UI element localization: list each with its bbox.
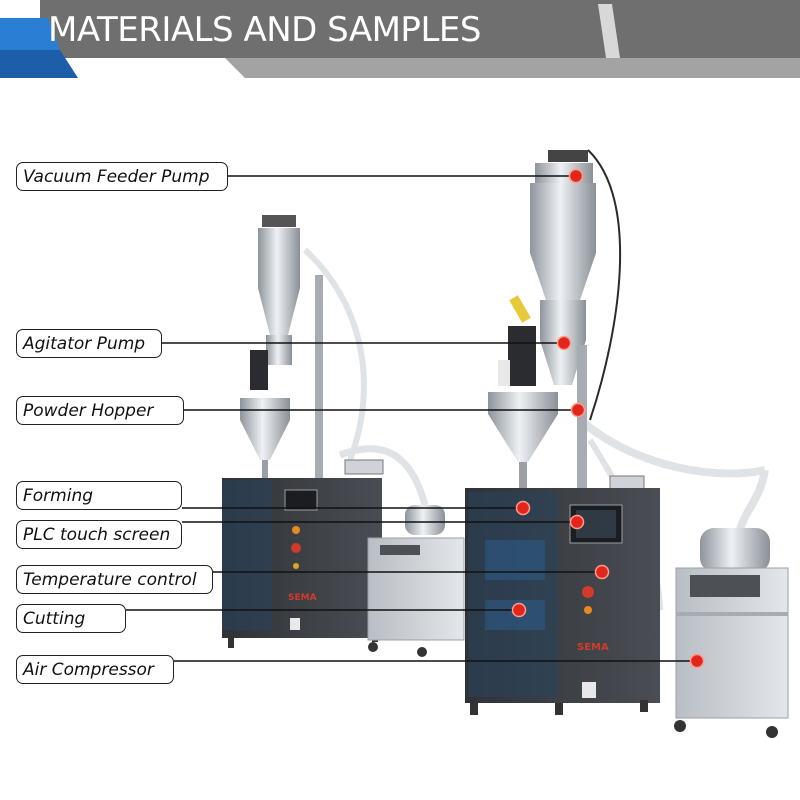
callout-label: Agitator Pump [23, 333, 146, 354]
banner-blue-shadow [0, 50, 78, 78]
banner-background [0, 0, 800, 80]
callout-plc-touch-screen: PLC touch screen [16, 520, 182, 549]
callout-temperature-control: Temperature control [16, 565, 213, 594]
callout-label: Powder Hopper [23, 400, 154, 421]
callout-label: Cutting [23, 608, 86, 629]
banner-light-band [225, 58, 800, 78]
callout-air-compressor: Air Compressor [16, 655, 174, 684]
left-machine-badge: SEMA [288, 593, 317, 603]
callout-label: Air Compressor [23, 659, 154, 680]
machine-illustration: SEMA [222, 149, 789, 738]
callout-cutting: Cutting [16, 604, 126, 633]
callout-label: Forming [23, 485, 94, 506]
header-banner: MATERIALS AND SAMPLES [0, 0, 800, 80]
page-title: MATERIALS AND SAMPLES [48, 10, 481, 50]
callout-label: PLC touch screen [23, 524, 171, 545]
right-packing-machine: SEMA [465, 149, 769, 715]
right-machine-badge: SEMA [577, 642, 609, 653]
callout-vacuum-feeder-pump: Vacuum Feeder Pump [16, 162, 228, 191]
left-packing-machine: SEMA [222, 215, 429, 648]
callout-forming: Forming [16, 481, 182, 510]
left-air-compressor [367, 505, 465, 657]
banner-stripe [598, 4, 620, 58]
callout-label: Vacuum Feeder Pump [23, 166, 210, 187]
callout-agitator-pump: Agitator Pump [16, 329, 162, 358]
right-air-compressor [674, 528, 789, 738]
callout-label: Temperature control [23, 569, 197, 590]
banner-blue-accent [0, 18, 60, 50]
callout-powder-hopper: Powder Hopper [16, 396, 184, 425]
